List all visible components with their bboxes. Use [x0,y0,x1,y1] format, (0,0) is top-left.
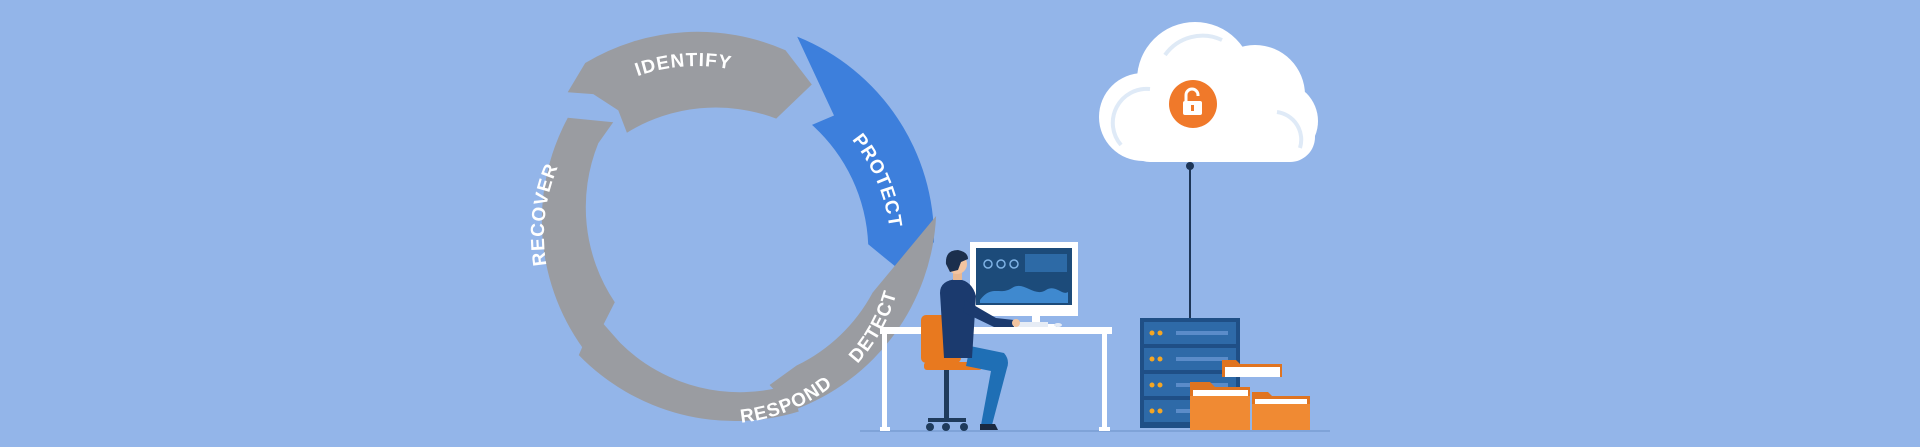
padlock-icon [1183,87,1202,115]
cycle-segment-respond [578,315,799,422]
keyboard [1012,322,1048,327]
cycle-segment-protect [797,36,935,276]
cycle-segment-detect [769,216,937,411]
cycle-segment-recover [541,117,615,355]
cycle-segment-identify [567,31,812,133]
desk [880,327,1112,431]
cycle-diagram: IDENTIFY PROTECT DETECT RESPOND RECOVER [528,31,937,428]
network-cable [1186,162,1194,320]
mouse [1054,323,1062,327]
person-at-desk [940,250,1020,430]
cloud-icon [1099,22,1318,162]
monitor-icon [970,242,1078,328]
folder-stack-icon [1190,360,1310,432]
